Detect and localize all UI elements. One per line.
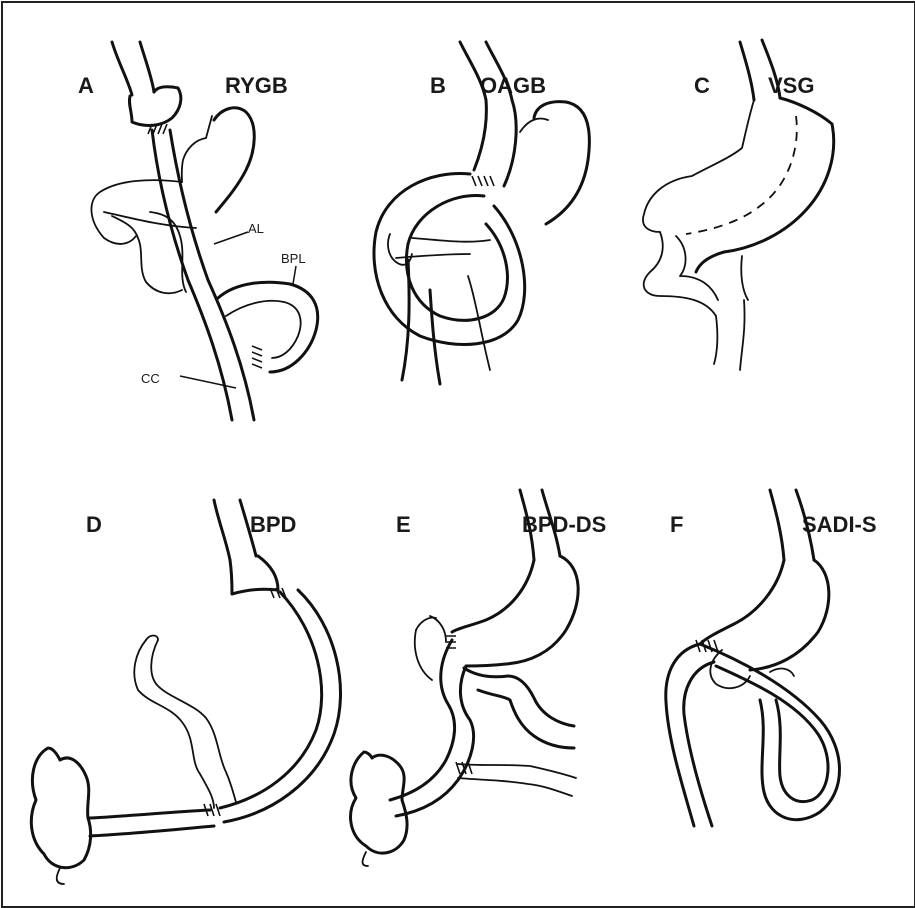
panel-e-title: BPD-DS [522, 512, 606, 537]
bpl-leader [293, 266, 296, 284]
panel-e-drawing [351, 490, 579, 866]
panel-c: C VSG [643, 40, 834, 370]
panel-d-title: BPD [250, 512, 296, 537]
panel-d: D BPD [31, 500, 340, 884]
panel-b-letter: B [430, 73, 446, 98]
panel-d-letter: D [86, 512, 102, 537]
panel-a-title: RYGB [225, 73, 288, 98]
panel-e-letter: E [396, 512, 411, 537]
panel-a-letter: A [78, 73, 94, 98]
panel-f: F SADI-S [666, 490, 877, 826]
panel-f-letter: F [670, 512, 683, 537]
panel-a: A RYGB AL [78, 42, 318, 420]
al-label: AL [248, 221, 264, 236]
panel-b-title: OAGB [480, 73, 546, 98]
panel-f-title: SADI-S [802, 512, 877, 537]
cc-label: CC [141, 371, 160, 386]
panel-e: E BPD-DS [351, 490, 607, 866]
panel-a-drawing [91, 42, 317, 420]
panel-f-drawing [666, 490, 840, 826]
panel-d-drawing [31, 500, 340, 884]
bpl-label: BPL [281, 251, 306, 266]
cc-leader [180, 376, 236, 388]
panel-c-letter: C [694, 73, 710, 98]
panel-b: B OAGB [374, 42, 589, 384]
al-leader [214, 232, 248, 244]
